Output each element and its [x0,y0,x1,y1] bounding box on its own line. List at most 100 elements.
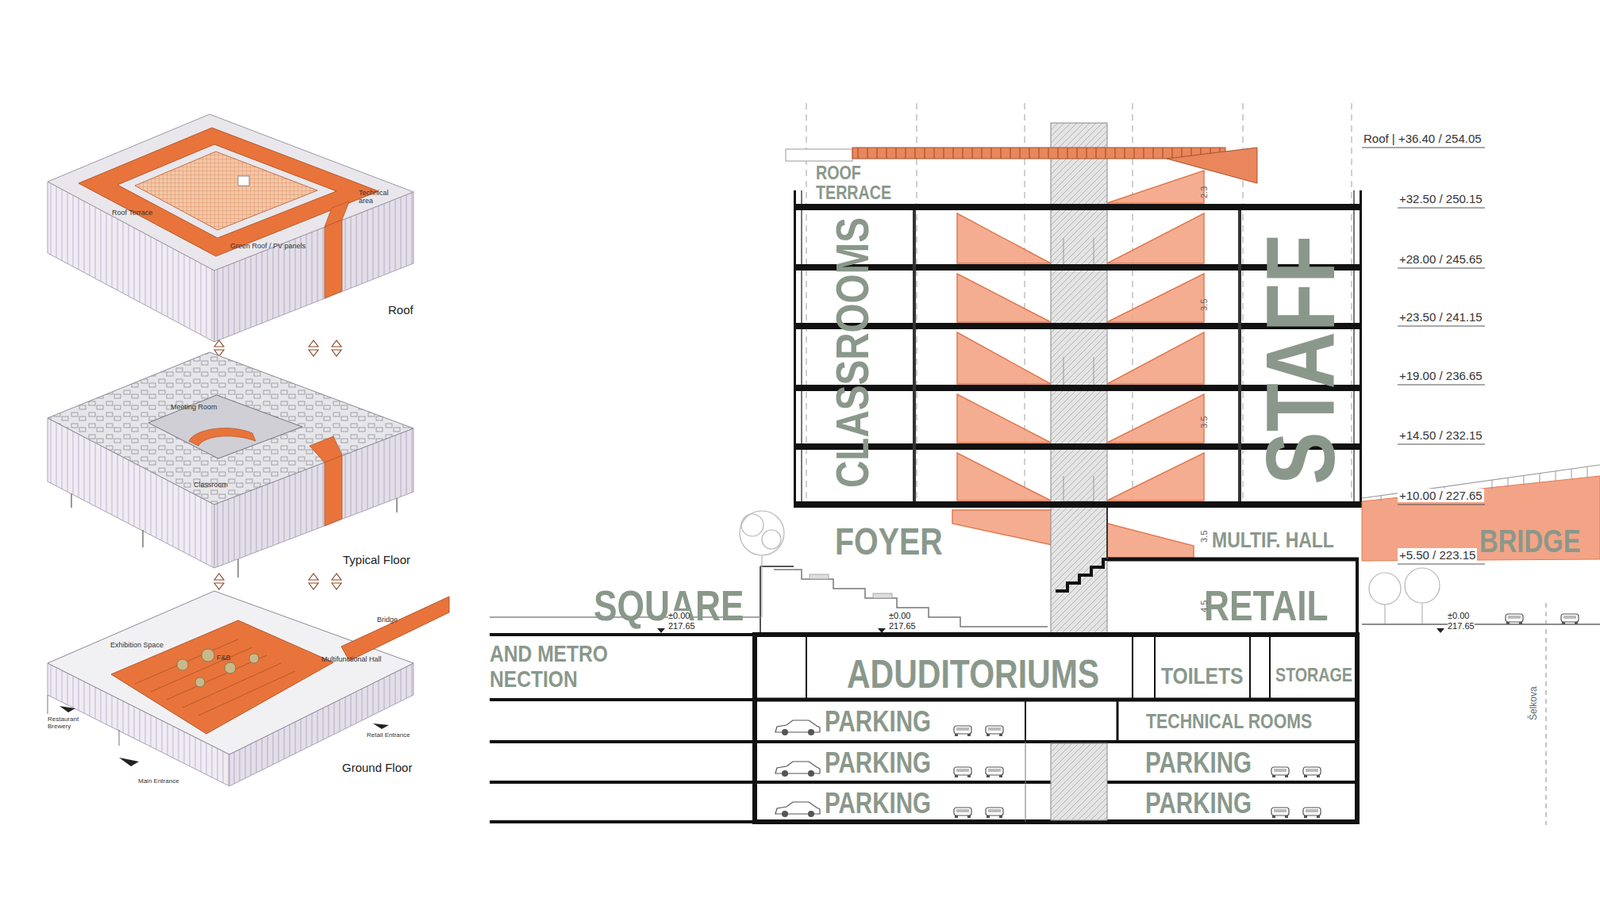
basement [754,740,1358,744]
ground-lines [489,740,755,744]
elevation-mark: ±0.00 [888,611,911,621]
cars [953,807,972,819]
roof-canopy [1166,147,1258,184]
spiral-ramp [1107,170,1204,204]
podium [760,507,1359,635]
level-label: +19.00 / 236.65 [1397,369,1485,383]
ground-lines [489,780,755,785]
tower-structure [1353,190,1355,508]
level-lines [1361,147,1485,565]
plan-label: Technical area [358,188,399,206]
dimension: 2.3 [1200,186,1209,199]
level-lines [1397,503,1485,505]
ground-floor-axonometric [134,639,296,716]
level-label: +23.50 / 241.15 [1397,310,1485,324]
podium [773,569,1048,627]
ground-floor-axonometric [119,757,139,767]
level-label: +5.50 / 223.15 [1397,548,1477,562]
trees [1384,604,1385,625]
trees [739,511,785,556]
spiral-ramp [1107,213,1204,264]
dimension: 3.5 [1200,299,1209,312]
ground-lines [489,633,755,637]
room-label: STAFF [1252,234,1350,485]
tower-structure [793,203,1362,211]
level-markers [657,628,666,634]
roof-axonometric [324,219,343,299]
cars [775,614,1579,819]
room-label: RETAIL [1203,583,1329,629]
cars [775,802,820,818]
core [1050,123,1108,635]
basement [754,634,1358,823]
basement [754,698,1358,703]
cars [985,726,1004,737]
basement [1249,634,1251,700]
podium [1355,559,1359,635]
plan-label: Exhibition Space [110,641,164,650]
elevation-mark: ±0.00 [1447,611,1470,621]
ground-floor-axonometric [373,723,389,730]
trees [739,511,1440,625]
typical-floor-axonometric [47,352,414,505]
trees [741,514,764,537]
basement [1050,743,1108,821]
cars [985,807,1004,819]
level-lines [1397,384,1485,385]
room-label: MULTIF. HALL [1211,528,1335,552]
plan-label: Retail Entrance [366,731,411,739]
cars [953,767,972,778]
cars [1303,807,1321,819]
typical-floor-axonometric [188,428,256,447]
room-label: PARKING [1145,788,1252,820]
podium [809,574,829,580]
podium [1107,557,1359,562]
room-label: BRIDGE [1479,524,1581,558]
cars [775,761,820,777]
roof-axonometric [238,176,250,186]
trees [761,555,762,618]
room-label: TOILETS [1161,663,1243,689]
plan-label: Classroom [193,480,228,489]
podium [873,593,893,599]
trees [1421,603,1423,625]
ground-floor-axonometric [47,695,120,747]
level-markers [657,628,1445,634]
level-label: Roof | +36.40 / 254.05 [1361,131,1484,146]
basement [1025,742,1027,823]
elevation-mark: 217.65 [668,621,696,631]
ground-floor-axonometric [176,659,189,671]
spiral-ramp [957,273,1051,323]
typical-floor-axonometric [396,498,398,513]
tower-structure [912,210,916,502]
typical-floor-axonometric [148,395,303,459]
core [1050,123,1108,635]
typical-floor-axonometric [309,436,343,463]
ground-floor-axonometric [341,596,450,662]
spiral-ramp [957,213,1051,264]
basement [1024,700,1027,743]
trees [761,530,781,550]
plan-label: Multifunctional Hall [321,655,382,664]
room-label: PARKING [1145,748,1252,779]
plan-label: Bridge [376,615,398,624]
cars [1271,807,1289,819]
podium [1055,559,1123,592]
level-lines [1361,146,1485,148]
room-label: TECHNICAL ROOMS [1146,711,1312,733]
podium [760,566,794,635]
ground-lines [489,603,1600,826]
plan-label: Green Roof / PV panels [230,242,306,250]
bridge [1361,465,1600,562]
level-label: +28.00 / 245.65 [1397,252,1485,266]
dimension: 3.5 [1200,416,1209,429]
room-label: AND METRO NECTION [489,641,620,692]
ground-lines [489,698,755,702]
trees [1369,573,1401,605]
roof-axonometric [134,151,318,231]
plan-label: Main Entrance [138,777,180,785]
typical-floor-axonometric [237,559,239,578]
roof-axonometric [47,114,414,343]
street-name: Šelkova [1528,686,1539,721]
plan-label: Meeting Room [170,403,218,412]
